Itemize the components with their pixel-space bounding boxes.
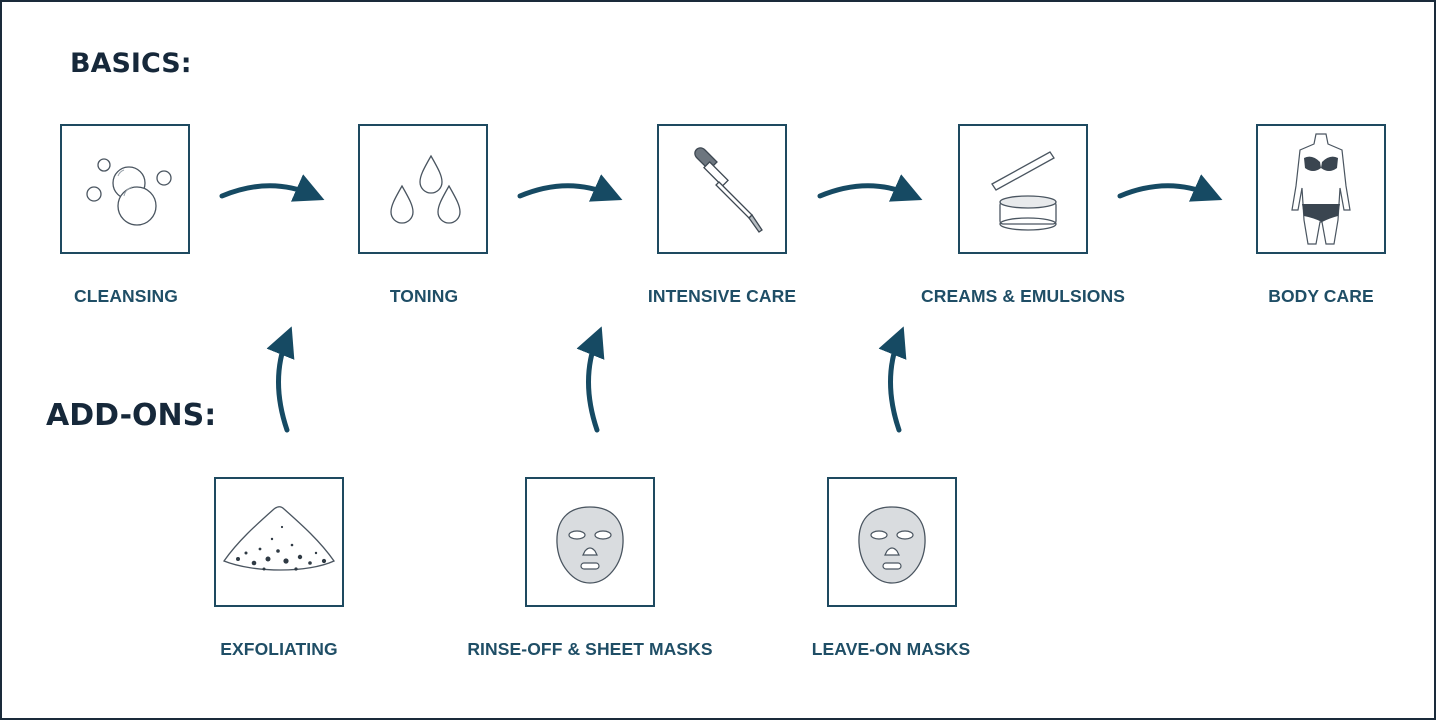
face-mask-icon [556,506,624,584]
step-label-exfoliating: EXFOLIATING [220,639,338,659]
leave-on-masks-box [827,477,957,607]
exfoliating-box [214,477,344,607]
dropper-icon [694,147,763,233]
bubbles-icon [86,158,172,226]
droplets-icon [390,154,461,224]
powder-pile-icon [222,506,335,571]
body-icon [1291,133,1351,245]
intensive-care-box [657,124,787,254]
step-label-creams: CREAMS & EMULSIONS [920,286,1126,306]
face-mask-icon [858,506,926,584]
step-label-cleansing: CLEANSING [74,286,178,306]
rinse-off-masks-box [525,477,655,607]
cream-jar-icon [991,151,1057,231]
cleansing-box [60,124,190,254]
step-label-rinse-off-masks: RINSE-OFF & SHEET MASKS [467,639,713,659]
basics-title: BASICS: [70,48,192,79]
addons-title: ADD-ONS: [46,398,217,433]
step-label-leave-on-masks: LEAVE-ON MASKS [811,639,971,659]
step-label-body-care: BODY CARE [1268,286,1374,306]
toning-box [358,124,488,254]
step-label-toning: TONING [389,286,459,306]
step-label-intensive-care: INTENSIVE CARE [647,286,797,306]
creams-box [958,124,1088,254]
body-care-box [1256,124,1386,254]
